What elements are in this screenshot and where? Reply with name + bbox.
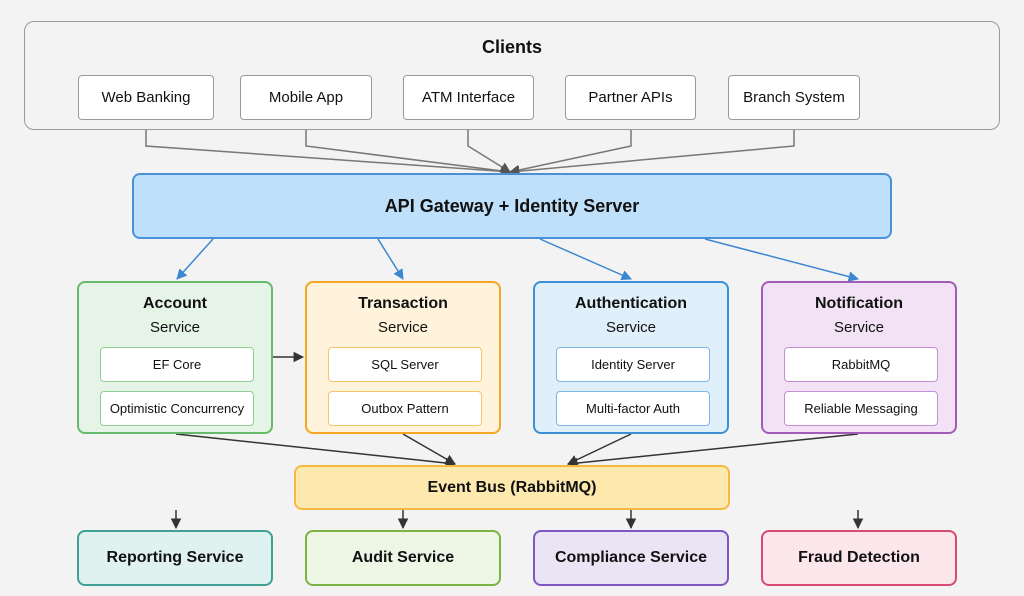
gateway-to-service-arrows xyxy=(176,238,860,282)
client-atm-interface[interactable]: ATM Interface xyxy=(403,75,534,120)
tech-multi-factor-auth: Multi-factor Auth xyxy=(556,391,710,426)
arrow-to-notification xyxy=(704,238,860,282)
fraud-detection[interactable]: Fraud Detection xyxy=(761,530,957,586)
event-bus[interactable]: Event Bus (RabbitMQ) xyxy=(294,465,730,510)
client-partner-apis[interactable]: Partner APIs xyxy=(565,75,696,120)
tech-optimistic-concurrency: Optimistic Concurrency xyxy=(100,391,254,426)
service-to-eventbus-connectors xyxy=(175,433,859,469)
consumer-arrows xyxy=(170,510,864,530)
authentication-service-title: Authentication xyxy=(575,295,687,312)
client-mobile-app[interactable]: Mobile App xyxy=(240,75,372,120)
arrow-to-authentication xyxy=(539,238,632,281)
tech-rabbitmq: RabbitMQ xyxy=(784,347,938,382)
tech-reliable-messaging: Reliable Messaging xyxy=(784,391,938,426)
arrow-to-account xyxy=(176,238,214,280)
notification-service-title: Notification xyxy=(815,295,903,312)
audit-service[interactable]: Audit Service xyxy=(305,530,501,586)
connector-account-to-bus xyxy=(175,433,457,469)
account-service[interactable]: Account Service EF Core Optimistic Concu… xyxy=(77,281,273,434)
authentication-service-subtitle: Service xyxy=(605,319,657,336)
client-branch-system[interactable]: Branch System xyxy=(728,75,860,120)
transaction-service[interactable]: Transaction Service SQL Server Outbox Pa… xyxy=(305,281,501,434)
connector-transaction-to-bus xyxy=(402,433,456,465)
api-gateway[interactable]: API Gateway + Identity Server xyxy=(132,173,892,239)
client-web-banking[interactable]: Web Banking xyxy=(78,75,214,120)
notification-service[interactable]: Notification Service RabbitMQ Reliable M… xyxy=(761,281,957,434)
tech-ef-core: EF Core xyxy=(100,347,254,382)
authentication-service[interactable]: Authentication Service Identity Server M… xyxy=(533,281,729,434)
connector-authentication-to-bus xyxy=(567,433,632,465)
notification-service-subtitle: Service xyxy=(833,319,885,336)
reporting-service[interactable]: Reporting Service xyxy=(77,530,273,586)
tech-outbox-pattern: Outbox Pattern xyxy=(328,391,482,426)
clients-title: Clients xyxy=(481,37,542,57)
tech-sql-server: SQL Server xyxy=(328,347,482,382)
arrow-to-transaction xyxy=(377,238,404,280)
account-service-subtitle: Service xyxy=(149,319,201,336)
compliance-service[interactable]: Compliance Service xyxy=(533,530,729,586)
transaction-service-subtitle: Service xyxy=(377,319,429,336)
transaction-service-title: Transaction xyxy=(358,295,448,312)
tech-identity-server: Identity Server xyxy=(556,347,710,382)
connector-notification-to-bus xyxy=(566,433,859,469)
account-service-title: Account xyxy=(143,295,207,312)
